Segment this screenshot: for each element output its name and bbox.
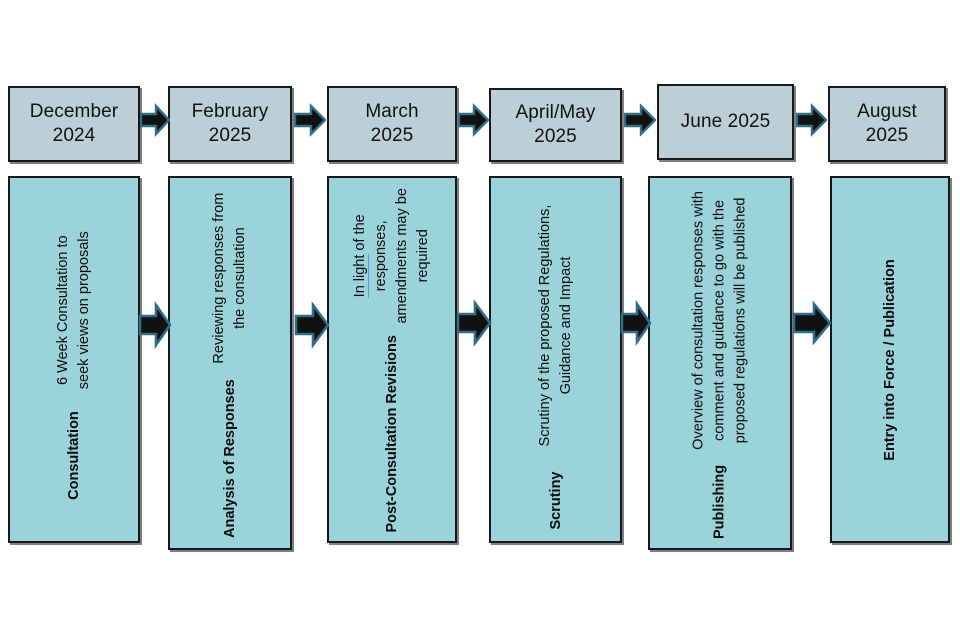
arrow-bottom-2 xyxy=(294,300,330,350)
arrow-bottom-5 xyxy=(792,300,832,346)
stage-title-1: Consultation xyxy=(65,410,82,500)
date-box-6: August 2025 xyxy=(828,86,946,162)
stage-box-6: Entry into Force / Publication xyxy=(830,176,950,543)
stage-title-5: Publishing xyxy=(711,464,728,539)
date-box-2: February 2025 xyxy=(168,86,292,162)
arrow-top-3 xyxy=(458,103,489,137)
stage-rot-3: Post-Consultation Revisions In light of … xyxy=(350,187,434,532)
arrow-top-2 xyxy=(294,103,326,137)
stage-box-1: Consultation 6 Week Consultation to seek… xyxy=(8,176,140,543)
arrow-bottom-4 xyxy=(620,300,652,346)
stage-rot-1: Consultation 6 Week Consultation to seek… xyxy=(53,190,95,530)
date-label-4: April/May 2025 xyxy=(515,101,596,147)
date-label-3: March 2025 xyxy=(365,100,419,146)
stage-rot-6: Entry into Force / Publication xyxy=(881,187,899,532)
stage-rot-2: Analysis of Responses Reviewing response… xyxy=(209,188,251,538)
stage-desc-1: 6 Week Consultation to seek views on pro… xyxy=(54,230,92,389)
grammar-underline: In light xyxy=(351,254,369,297)
stage-title-6: Entry into Force / Publication xyxy=(881,258,898,461)
date-label-5: June 2025 xyxy=(680,110,771,132)
stage-title-4: Scrutiny xyxy=(547,471,564,530)
arrow-top-4 xyxy=(624,103,656,137)
date-label-6: August 2025 xyxy=(857,100,917,146)
date-label-2: February 2025 xyxy=(191,100,269,146)
date-box-4: April/May 2025 xyxy=(489,88,622,162)
stage-rot-5: Publishing Overview of consultation resp… xyxy=(688,187,751,539)
stage-title-3: Post-Consultation Revisions xyxy=(383,334,400,532)
stage-desc-3: In light of the responses, amendments ma… xyxy=(351,187,432,324)
arrow-top-5 xyxy=(796,103,827,137)
stage-desc-5: Overview of consultation responses with … xyxy=(690,191,749,450)
stage-box-4: Scrutiny Scrutiny of the proposed Regula… xyxy=(489,176,622,543)
stage-box-5: Publishing Overview of consultation resp… xyxy=(648,176,792,550)
date-box-3: March 2025 xyxy=(327,86,457,162)
date-box-1: December 2024 xyxy=(8,86,140,162)
stage-box-2: Analysis of Responses Reviewing response… xyxy=(168,176,292,550)
stage-title-2: Analysis of Responses xyxy=(221,379,238,538)
date-box-5: June 2025 xyxy=(657,84,794,160)
stage-desc-2: Reviewing responses from the consultatio… xyxy=(210,192,248,364)
arrow-top-1 xyxy=(140,103,170,137)
stage-desc-4: Scrutiny of the proposed Regulations, Gu… xyxy=(536,204,574,446)
arrow-bottom-1 xyxy=(138,300,172,350)
arrow-bottom-3 xyxy=(456,298,492,348)
stage-box-3: Post-Consultation Revisions In light of … xyxy=(327,176,457,543)
stage-rot-4: Scrutiny Scrutiny of the proposed Regula… xyxy=(534,187,576,532)
date-label-1: December 2024 xyxy=(29,100,119,146)
